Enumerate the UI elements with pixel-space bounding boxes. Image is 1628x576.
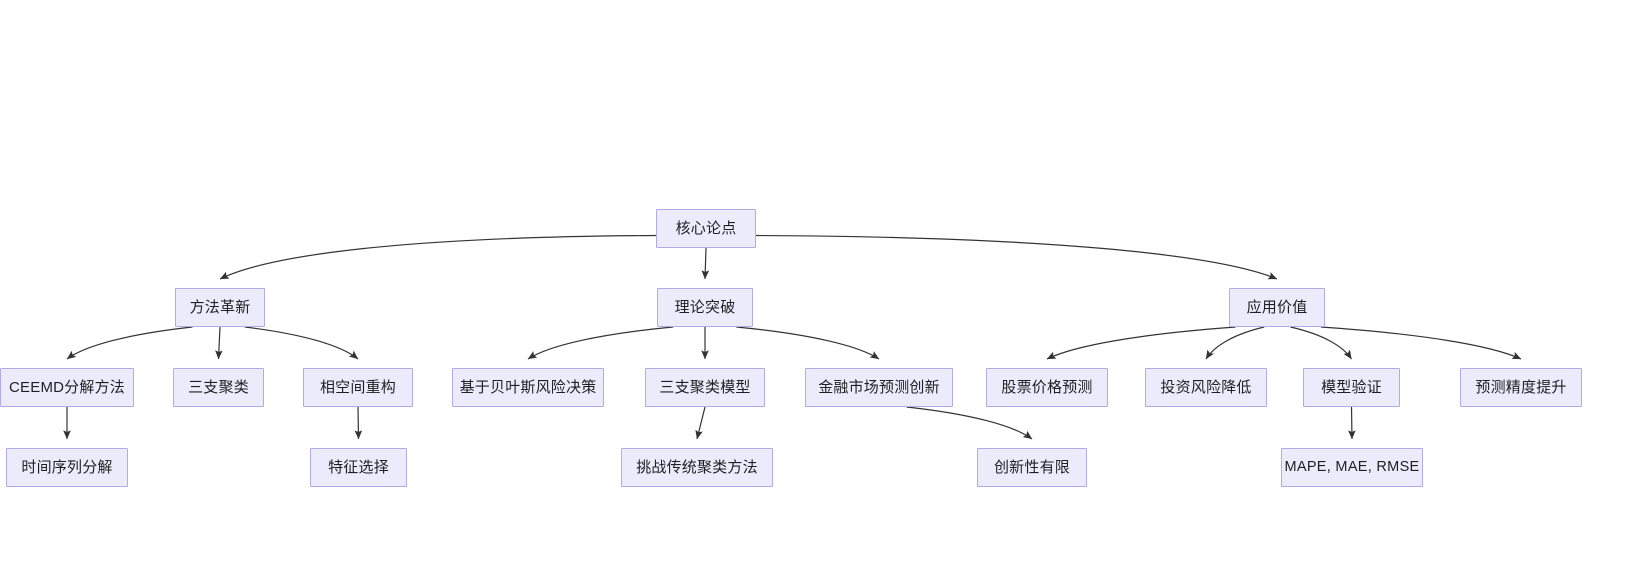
flowchart-node-c10[interactable]: 预测精度提升 <box>1460 368 1582 407</box>
flowchart-node-label: CEEMD分解方法 <box>9 379 125 396</box>
flowchart-node-label: 投资风险降低 <box>1160 379 1252 396</box>
flowchart-node-label: 应用价值 <box>1246 299 1308 316</box>
flowchart-edge-m3-to-c9 <box>1290 326 1352 360</box>
flowchart-node-label: 基于贝叶斯风险决策 <box>459 379 597 396</box>
flowchart-node-label: 模型验证 <box>1321 379 1382 396</box>
flowchart-node-m3[interactable]: 应用价值 <box>1229 288 1325 327</box>
flowchart-node-label: 三支聚类模型 <box>659 379 751 396</box>
flowchart-edge-m1-to-c3 <box>244 326 359 360</box>
flowchart-edge-m1-to-c2 <box>215 326 223 360</box>
flowchart-node-m2[interactable]: 理论突破 <box>657 288 753 327</box>
flowchart-node-d1[interactable]: 时间序列分解 <box>6 448 128 487</box>
flowchart-node-label: 理论突破 <box>674 299 736 316</box>
flowchart-node-c1[interactable]: CEEMD分解方法 <box>0 368 134 407</box>
flowchart-node-c2[interactable]: 三支聚类 <box>173 368 264 407</box>
flowchart-edge-c6-to-d4 <box>906 406 1033 440</box>
flowchart-node-label: 股票价格预测 <box>1001 379 1093 396</box>
flowchart-node-c4[interactable]: 基于贝叶斯风险决策 <box>452 368 604 407</box>
flowchart-edge-m1-to-c1 <box>66 326 193 360</box>
flowchart-node-c3[interactable]: 相空间重构 <box>303 368 413 407</box>
flowchart-node-d4[interactable]: 创新性有限 <box>977 448 1087 487</box>
flowchart-edge-c3-to-d2 <box>354 406 363 440</box>
flowchart-node-root[interactable]: 核心论点 <box>656 209 756 248</box>
flowchart-node-label: 相空间重构 <box>319 379 396 396</box>
flowchart-node-label: 创新性有限 <box>993 459 1070 476</box>
flowchart-node-c7[interactable]: 股票价格预测 <box>986 368 1108 407</box>
flowchart-node-label: 核心论点 <box>675 220 737 237</box>
flowchart-node-c5[interactable]: 三支聚类模型 <box>645 368 765 407</box>
flowchart-node-c8[interactable]: 投资风险降低 <box>1145 368 1267 407</box>
flowchart-node-d3[interactable]: 挑战传统聚类方法 <box>621 448 773 487</box>
flowchart-node-label: 金融市场预测创新 <box>818 379 940 396</box>
flowchart-edge-m3-to-c7 <box>1046 326 1236 360</box>
flowchart-edge-c9-to-d5 <box>1348 406 1356 440</box>
flowchart-node-label: 三支聚类 <box>188 379 249 396</box>
flowchart-node-label: 方法革新 <box>189 299 251 316</box>
flowchart-node-label: MAPE, MAE, RMSE <box>1284 459 1420 476</box>
flowchart-node-label: 预测精度提升 <box>1475 379 1567 396</box>
flowchart-edge-m3-to-c8 <box>1205 326 1265 360</box>
flowchart-node-d2[interactable]: 特征选择 <box>310 448 407 487</box>
flowchart-node-label: 时间序列分解 <box>21 459 113 476</box>
flowchart-node-label: 挑战传统聚类方法 <box>636 459 758 476</box>
flowchart-node-c6[interactable]: 金融市场预测创新 <box>805 368 953 407</box>
flowchart-edge-m2-to-c4 <box>527 326 674 360</box>
flowchart-edge-m2-to-c6 <box>736 326 880 360</box>
flowchart-node-label: 特征选择 <box>328 459 389 476</box>
flowchart-node-m1[interactable]: 方法革新 <box>175 288 265 327</box>
flowchart-node-c9[interactable]: 模型验证 <box>1303 368 1400 407</box>
flowchart-edge-c5-to-d3 <box>695 406 706 440</box>
flowchart-edge-root-to-m2 <box>701 247 710 280</box>
flowchart-edge-root-to-m1 <box>219 234 657 280</box>
flowchart-edge-m3-to-c10 <box>1320 326 1522 360</box>
flowchart-edge-root-to-m3 <box>755 234 1278 280</box>
flowchart-node-d5[interactable]: MAPE, MAE, RMSE <box>1281 448 1423 487</box>
